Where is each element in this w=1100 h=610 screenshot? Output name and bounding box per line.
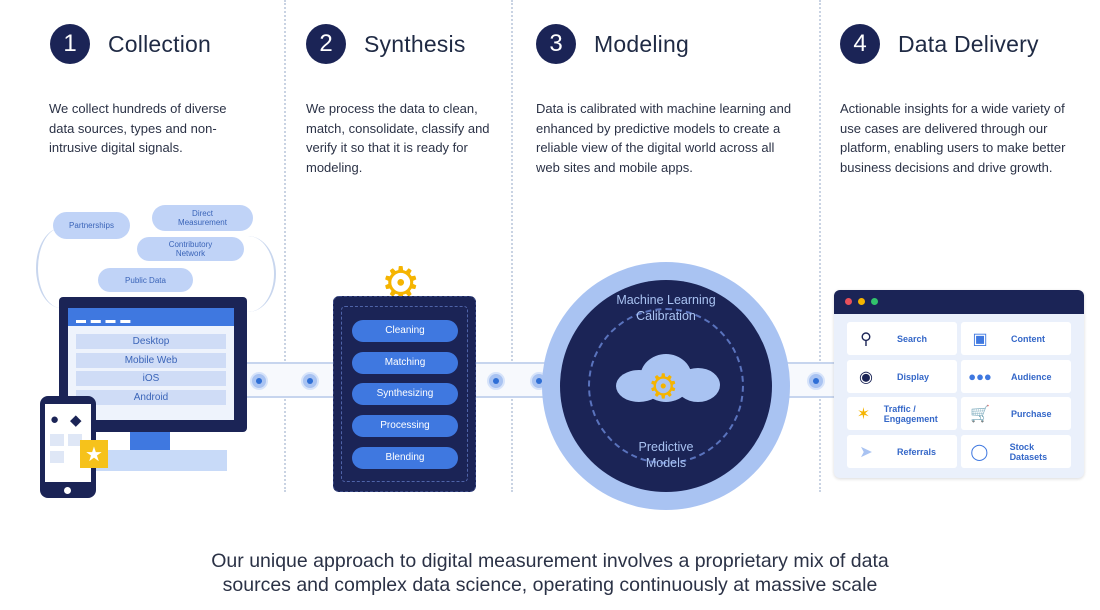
window-light-red xyxy=(845,298,852,305)
delivery-tile-stock: ◯ Stock Datasets xyxy=(961,435,1071,468)
delivery-tile-audience: ●●● Audience xyxy=(961,360,1071,393)
tile-label: Audience xyxy=(1011,371,1052,382)
source-arc-right xyxy=(220,236,276,312)
step-3-header: 3 Modeling xyxy=(536,24,689,64)
source-bubble: Direct Measurement xyxy=(152,205,253,231)
traffic-spark-icon: ✶ xyxy=(856,405,871,423)
step-title: Synthesis xyxy=(364,30,466,57)
process-pill: Matching xyxy=(352,352,458,374)
step-number-badge: 4 xyxy=(840,24,880,64)
tile-label: Purchase xyxy=(1011,408,1052,419)
process-pill: Synthesizing xyxy=(352,383,458,405)
tile-label: Referrals xyxy=(897,446,937,457)
cart-icon: 🛒 xyxy=(970,405,990,423)
phone-app-tile xyxy=(50,434,64,446)
process-pill: Blending xyxy=(352,447,458,469)
column-divider xyxy=(511,0,513,492)
footer-caption: Our unique approach to digital measureme… xyxy=(0,549,1100,597)
belt-node xyxy=(250,372,268,390)
step-4-description: Actionable insights for a wide variety o… xyxy=(840,101,1066,175)
window-cursor-icon: ▣ xyxy=(972,330,988,348)
column-divider xyxy=(819,0,821,492)
step-number-badge: 3 xyxy=(536,24,576,64)
footer-line-1: Our unique approach to digital measureme… xyxy=(211,550,889,572)
belt-node xyxy=(301,372,319,390)
belt-node xyxy=(487,372,505,390)
android-icon: ◆ xyxy=(70,412,82,429)
tile-label: Content xyxy=(1011,333,1045,344)
delivery-tile-display: ◉ Display xyxy=(847,360,957,393)
step-2-header: 2 Synthesis xyxy=(306,24,466,64)
source-bubble: Contributory Network xyxy=(137,237,244,261)
step-3-description: Data is calibrated with machine learning… xyxy=(536,101,792,175)
tile-label: Search xyxy=(897,333,928,344)
step-title: Collection xyxy=(108,30,211,57)
step-4-header: 4 Data Delivery xyxy=(840,24,1039,64)
phone-app-tile xyxy=(50,451,64,463)
monitor-base xyxy=(95,450,227,471)
footer-line-2: sources and complex data science, operat… xyxy=(222,574,878,596)
magnifier-icon: ⚲ xyxy=(860,330,872,348)
process-pill: Cleaning xyxy=(352,320,458,342)
step-title: Data Delivery xyxy=(898,30,1039,57)
belt-node xyxy=(807,372,825,390)
delivery-tile-traffic: ✶ Traffic / Engagement xyxy=(847,397,957,430)
monitor-menu-icon: ▬ ▬ ▬ ▬ xyxy=(76,315,132,326)
tile-label: Stock Datasets xyxy=(1009,441,1048,462)
cloud-icon-part xyxy=(676,368,720,402)
delivery-tile-referrals: ➤ Referrals xyxy=(847,435,957,468)
tile-label: Traffic / Engagement xyxy=(883,403,938,424)
device-row: Android xyxy=(76,390,226,405)
people-icon: ●●● xyxy=(968,369,992,384)
source-bubble: Public Data xyxy=(98,268,193,292)
step-1-header: 1 Collection xyxy=(50,24,211,64)
phone-home-button xyxy=(64,487,71,494)
step-title: Modeling xyxy=(594,30,689,57)
modeling-dashed-ring xyxy=(588,308,744,464)
tile-label: Display xyxy=(897,371,930,382)
delivery-tile-purchase: 🛒 Purchase xyxy=(961,397,1071,430)
device-row: Desktop xyxy=(76,334,226,349)
step-1-description: We collect hundreds of diverse data sour… xyxy=(49,101,227,155)
source-bubble: Partnerships xyxy=(53,212,130,239)
predictive-models-label: Predictive Models xyxy=(638,440,694,470)
step-number-badge: 1 xyxy=(50,24,90,64)
step-number-badge: 2 xyxy=(306,24,346,64)
pointer-icon: ➤ xyxy=(859,443,873,461)
donut-chart-icon: ◯ xyxy=(970,443,989,461)
window-light-green xyxy=(871,298,878,305)
cloud-gear-icon: ⚙ xyxy=(648,368,679,406)
source-arc-left xyxy=(36,228,86,308)
process-pill: Processing xyxy=(352,415,458,437)
device-row: iOS xyxy=(76,371,226,386)
delivery-tile-search: ⚲ Search xyxy=(847,322,957,355)
step-2-description: We process the data to clean, match, con… xyxy=(306,101,490,175)
delivery-tile-content: ▣ Content xyxy=(961,322,1071,355)
monitor-stand xyxy=(130,432,170,450)
phone-app-tile xyxy=(68,434,82,446)
synthesis-panel-inner xyxy=(341,306,468,482)
machine-learning-label: Machine Learning Calibration xyxy=(616,293,716,323)
column-divider xyxy=(284,0,286,492)
star-icon: ★ xyxy=(80,440,108,468)
device-row: Mobile Web xyxy=(76,353,226,368)
apple-icon: ● xyxy=(50,411,60,428)
window-light-yellow xyxy=(858,298,865,305)
display-ad-icon: ◉ xyxy=(859,368,873,386)
monitor-title-bar xyxy=(68,308,234,326)
